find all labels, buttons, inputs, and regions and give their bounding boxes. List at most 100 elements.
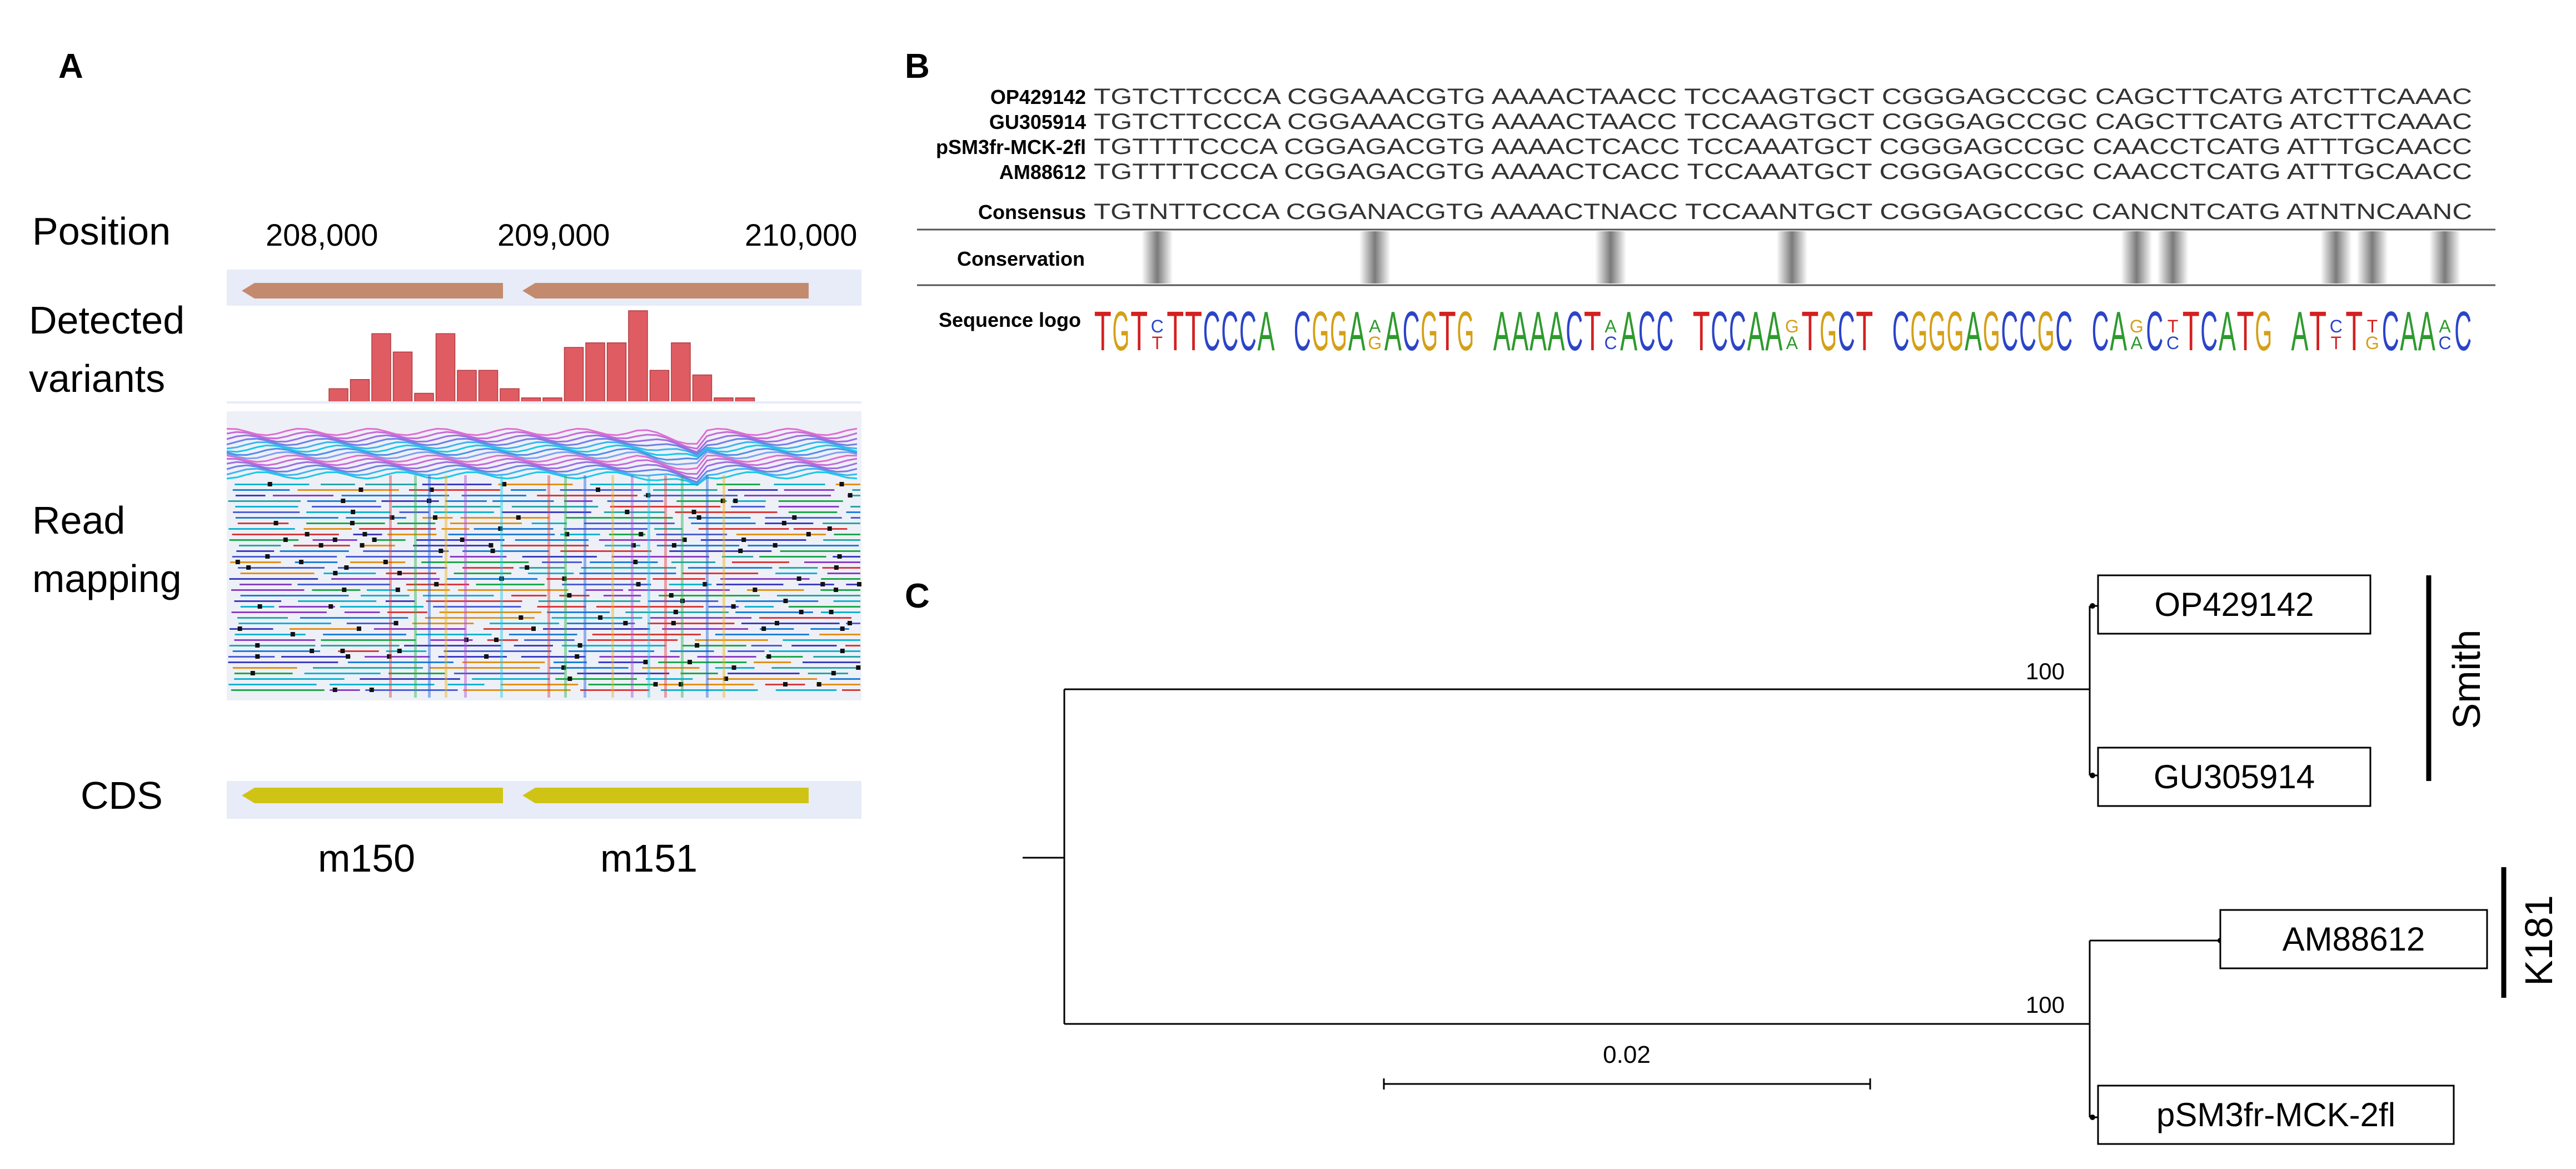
read-segment <box>416 634 492 635</box>
read-segment <box>784 489 835 491</box>
read-segment <box>450 556 507 558</box>
read-segment <box>527 573 574 574</box>
read-segment <box>728 489 778 491</box>
coverage-line <box>226 437 858 455</box>
taxon-box-psm3fr <box>2097 1085 2455 1145</box>
cds-arrow-m151 <box>522 788 809 803</box>
read-segment <box>850 517 860 519</box>
variant-column <box>681 475 684 698</box>
read-mismatch-marker <box>356 626 361 631</box>
read-segment <box>346 623 397 624</box>
read-segment <box>235 634 306 635</box>
logo-letter: T <box>1167 300 1184 362</box>
read-segment <box>228 684 317 685</box>
read-mismatch-marker <box>738 549 743 553</box>
read-segment <box>387 534 437 535</box>
sequence-logo-label: Sequence logo <box>939 309 1081 331</box>
read-segment <box>500 684 579 685</box>
logo-letter: T <box>1856 300 1873 362</box>
read-mismatch-marker <box>464 638 469 642</box>
read-segment <box>769 650 860 652</box>
read-segment <box>804 561 860 563</box>
read-segment <box>278 606 335 608</box>
read-segment <box>590 561 658 563</box>
read-mismatch-marker <box>761 626 766 631</box>
read-segment <box>441 528 470 530</box>
read-segment <box>652 578 705 580</box>
read-segment <box>584 523 675 524</box>
panel-a-letter: A <box>58 47 83 86</box>
logo-letter: A <box>2291 300 2309 362</box>
read-mismatch-marker <box>397 571 402 575</box>
read-mismatch-marker <box>237 626 242 631</box>
read-segment <box>230 561 281 563</box>
logo-letter-small: A <box>1369 316 1381 336</box>
read-mismatch-marker <box>265 554 270 559</box>
read-segment <box>546 578 646 580</box>
read-mismatch-marker <box>290 632 295 636</box>
read-mismatch-marker <box>519 615 524 620</box>
coverage-line <box>226 431 858 450</box>
coverage-line <box>226 451 858 466</box>
logo-letter: C <box>1729 300 1746 362</box>
read-segment <box>365 656 430 658</box>
read-segment <box>361 595 410 596</box>
read-segment <box>842 689 860 691</box>
gene-label-m151: m151 <box>600 837 697 880</box>
variant-column <box>500 475 503 698</box>
tip-dot-gu305914 <box>2090 773 2095 778</box>
read-segment <box>237 617 288 619</box>
read-segment <box>793 528 848 530</box>
logo-letter-small: C <box>1151 316 1164 336</box>
seq-row-gu305914: TGTCTTCCCA CGGAAACGTG AAAACTAACC TCCAAGT… <box>1094 110 2472 134</box>
read-segment <box>232 489 290 491</box>
coverage-line <box>226 457 858 475</box>
read-segment <box>741 623 840 624</box>
seq-row-op429142: TGTCTTCCCA CGGAAACGTG AAAACTAACC TCCAAGT… <box>1094 84 2472 109</box>
read-segment <box>659 595 760 596</box>
logo-letter: C <box>2200 300 2218 362</box>
k181-clade-label: K181 <box>2517 895 2560 986</box>
read-segment <box>399 511 429 513</box>
read-mismatch-marker <box>310 649 315 653</box>
read-mismatch-marker <box>680 599 685 603</box>
variants-row-label-1: Detected <box>29 299 185 342</box>
read-mismatch-marker <box>720 499 725 503</box>
variant-column <box>414 475 417 698</box>
read-segment <box>547 611 610 613</box>
logo-letter: A <box>1493 300 1511 362</box>
read-segment <box>808 673 848 674</box>
read-segment <box>412 623 474 624</box>
read-mismatch-marker <box>494 638 499 642</box>
variant-column <box>547 475 550 698</box>
read-segment <box>450 523 522 524</box>
read-segment <box>228 528 295 530</box>
logo-letter: A <box>1965 300 1982 362</box>
read-segment <box>780 550 860 552</box>
read-segment <box>821 611 860 613</box>
read-segment <box>511 595 547 596</box>
read-segment <box>537 495 637 496</box>
read-segment <box>731 561 790 563</box>
read-segment <box>360 545 395 546</box>
read-mismatch-marker <box>333 571 338 575</box>
read-mismatch-marker <box>434 582 439 586</box>
read-segment <box>365 689 458 691</box>
read-segment <box>716 584 784 585</box>
read-mismatch-marker <box>577 643 582 648</box>
read-mismatch-marker <box>792 515 797 520</box>
variant-baseline <box>227 401 861 404</box>
read-segment <box>350 561 406 563</box>
read-segment <box>610 506 721 508</box>
read-segment <box>783 639 860 641</box>
read-mismatch-marker <box>636 582 641 586</box>
read-mismatch-marker <box>246 565 251 570</box>
read-segment <box>607 500 664 502</box>
read-segment <box>347 661 454 663</box>
read-segment <box>744 495 831 496</box>
read-segment <box>238 623 331 624</box>
read-segment <box>834 534 860 535</box>
read-segment <box>813 656 860 658</box>
logo-letter: A <box>2110 300 2127 362</box>
